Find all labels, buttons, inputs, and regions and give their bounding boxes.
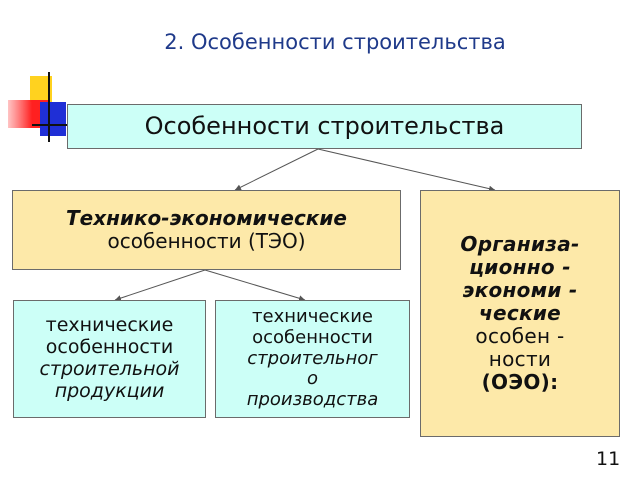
- leaf-product-line2: особенности: [45, 336, 174, 359]
- leaf-product-node: технические особенности строительной про…: [13, 300, 206, 418]
- connector-teo-leaf2: [204, 269, 306, 302]
- leaf-production-line2: особенности: [252, 326, 373, 348]
- leaf-product-line1: технические: [45, 314, 174, 337]
- root-node-label: Особенности строительства: [144, 111, 505, 140]
- leaf-product-line4: продукции: [54, 379, 165, 402]
- color-squares-logo-icon: [8, 72, 70, 142]
- oeo-node-line3: экономи -: [462, 278, 578, 302]
- teo-node-line1: Технико-экономические: [66, 206, 347, 230]
- teo-node: Технико-экономические особенности (ТЭО): [12, 190, 401, 270]
- leaf-production-line1: технические: [252, 306, 373, 328]
- oeo-node-line6: ности: [488, 347, 552, 371]
- oeo-node-line4: ческие: [478, 301, 562, 325]
- connector-root-oeo: [317, 148, 496, 192]
- leaf-production-node: технические особенности строительног о п…: [215, 300, 410, 418]
- connector-teo-leaf1: [114, 269, 206, 301]
- oeo-node-line1: Организа-: [460, 232, 580, 256]
- oeo-node-line7: (ОЭО):: [481, 370, 559, 394]
- root-node: Особенности строительства: [67, 104, 582, 149]
- teo-node-line2: особенности (ТЭО): [107, 229, 306, 253]
- page-number: 11: [596, 448, 621, 470]
- oeo-node: Организа- ционно - экономи - ческие особ…: [420, 190, 620, 437]
- oeo-node-line2: ционно -: [469, 255, 571, 279]
- slide-title: 2. Особенности строительства: [164, 30, 506, 54]
- oeo-node-line5: особен -: [475, 324, 565, 348]
- leaf-production-line4: о: [306, 368, 318, 390]
- connector-root-teo: [234, 148, 319, 191]
- leaf-production-line5: производства: [246, 389, 379, 411]
- leaf-production-line3: строительног: [247, 347, 378, 369]
- leaf-product-line3: строительной: [39, 358, 180, 380]
